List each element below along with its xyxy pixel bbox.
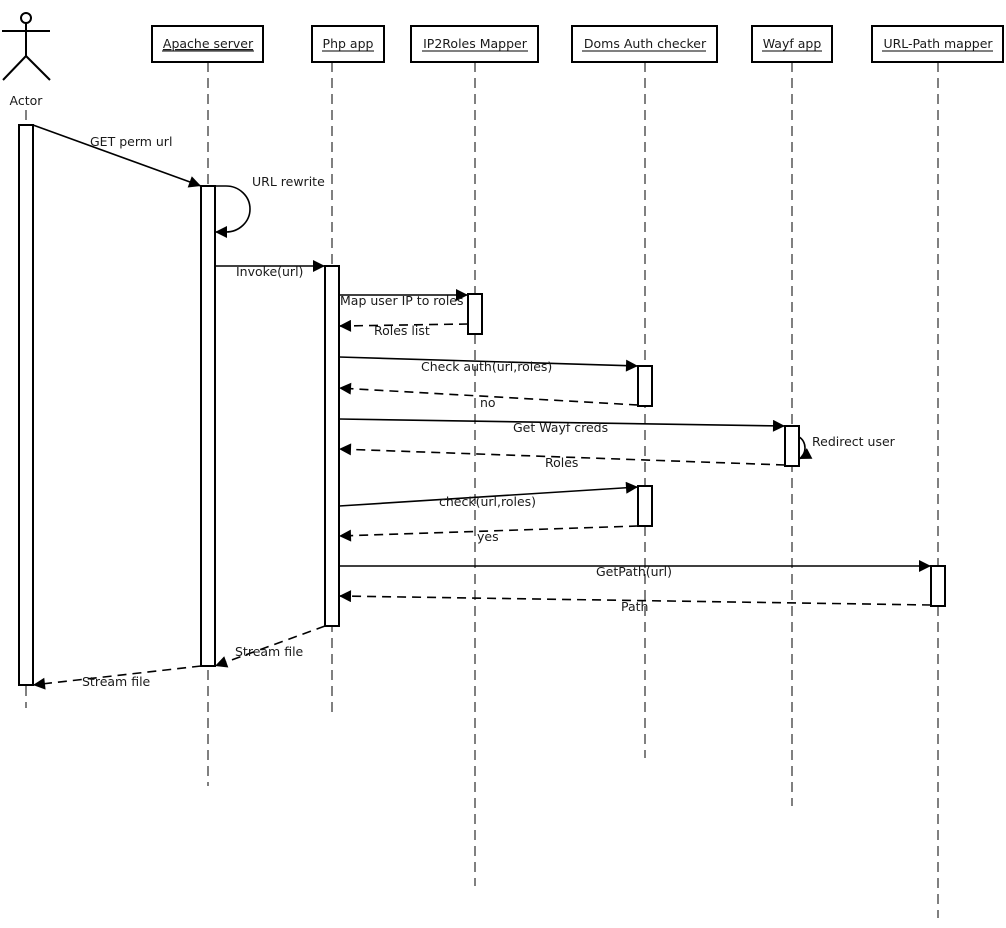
message-get-wayf-creds: Get Wayf creds bbox=[338, 418, 786, 435]
message-stream-file-apache-to-actor: Stream file bbox=[32, 665, 202, 690]
participant-label-ip2roles: IP2Roles Mapper bbox=[423, 36, 528, 51]
message-label: GetPath(url) bbox=[596, 564, 672, 579]
participant-label-apache: Apache server bbox=[163, 36, 254, 51]
message-label: yes bbox=[477, 529, 499, 544]
message-map-user-ip: Map user IP to roles bbox=[339, 289, 468, 308]
participant-php: Php app bbox=[311, 25, 385, 63]
participant-label-actor: Actor bbox=[10, 93, 44, 108]
activation-wayf bbox=[784, 425, 800, 467]
participant-box bbox=[410, 25, 539, 63]
message-label: check(url,roles) bbox=[439, 494, 536, 509]
message-no: no bbox=[338, 382, 639, 410]
message-get-perm-url: GET perm url bbox=[32, 124, 202, 188]
message-yes: yes bbox=[338, 525, 639, 544]
message-label: Invoke(url) bbox=[236, 264, 303, 279]
message-roles-list: Roles list bbox=[338, 319, 469, 338]
message-label: Stream file bbox=[235, 644, 304, 659]
message-label: Check auth(url,roles) bbox=[421, 359, 552, 374]
participant-ip2roles: IP2Roles Mapper bbox=[410, 25, 539, 63]
message-check-auth: Check auth(url,roles) bbox=[338, 356, 639, 374]
activation-ip2roles bbox=[467, 293, 483, 335]
participant-label-urlpath: URL-Path mapper bbox=[883, 36, 993, 51]
message-label: Path bbox=[621, 599, 648, 614]
activation-php bbox=[324, 265, 340, 627]
message-label: Roles list bbox=[374, 323, 430, 338]
activation-doms-2 bbox=[637, 485, 653, 527]
message-getpath-url: GetPath(url) bbox=[339, 560, 931, 579]
message-label: GET perm url bbox=[90, 134, 172, 149]
participant-box bbox=[311, 25, 385, 63]
actor-participant: Actor bbox=[2, 12, 51, 108]
message-roles: Roles bbox=[338, 443, 786, 470]
message-label: Redirect user bbox=[812, 434, 896, 449]
participant-label-wayf: Wayf app bbox=[763, 36, 822, 51]
message-path: Path bbox=[338, 590, 932, 614]
message-redirect-user: Redirect user bbox=[798, 434, 896, 460]
participant-box bbox=[151, 25, 264, 63]
message-label: Map user IP to roles bbox=[340, 293, 464, 308]
activation-actor bbox=[18, 124, 34, 686]
message-invoke-url: Invoke(url) bbox=[215, 260, 325, 279]
participant-box bbox=[871, 25, 1004, 63]
message-check-url-roles: check(url,roles) bbox=[338, 481, 639, 509]
message-stream-file-php-to-apache: Stream file bbox=[214, 625, 326, 668]
participant-box bbox=[751, 25, 833, 63]
participant-apache: Apache server bbox=[151, 25, 264, 63]
participant-box bbox=[571, 25, 718, 63]
activation-urlpath bbox=[930, 565, 946, 607]
participant-doms: Doms Auth checker bbox=[571, 25, 718, 63]
message-label: Roles bbox=[545, 455, 578, 470]
message-url-rewrite: URL rewrite bbox=[215, 174, 325, 238]
message-label: no bbox=[480, 395, 496, 410]
participant-urlpath: URL-Path mapper bbox=[871, 25, 1004, 63]
participant-label-php: Php app bbox=[323, 36, 374, 51]
message-label: Stream file bbox=[82, 674, 151, 689]
actor-stick-figure-icon bbox=[2, 12, 51, 81]
participant-wayf: Wayf app bbox=[751, 25, 833, 63]
message-label: Get Wayf creds bbox=[513, 420, 608, 435]
participant-label-doms: Doms Auth checker bbox=[584, 36, 707, 51]
activation-apache bbox=[200, 185, 216, 667]
activation-doms-1 bbox=[637, 365, 653, 407]
message-label: URL rewrite bbox=[252, 174, 325, 189]
